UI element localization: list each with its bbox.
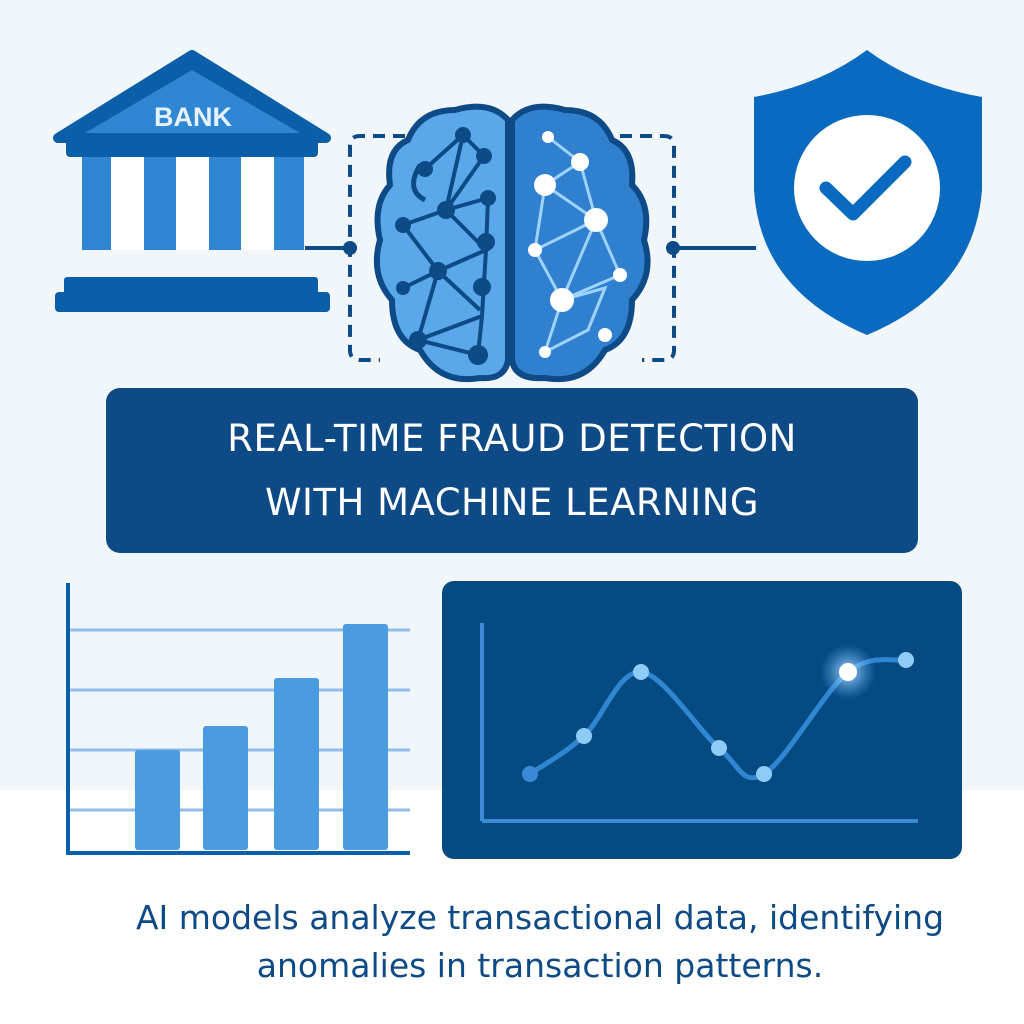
shield-check-icon xyxy=(754,50,982,335)
data-point xyxy=(633,664,649,680)
title-line-2: WITH MACHINE LEARNING xyxy=(264,480,760,524)
title-line-1: REAL-TIME FRAUD DETECTION xyxy=(227,416,797,460)
bar xyxy=(343,624,388,850)
data-point xyxy=(756,766,772,782)
bar xyxy=(203,726,248,850)
line-chart xyxy=(480,623,918,823)
title-banner: REAL-TIME FRAUD DETECTION WITH MACHINE L… xyxy=(106,388,918,553)
bar xyxy=(135,750,180,850)
data-point xyxy=(522,766,538,782)
bank-label: BANK xyxy=(154,102,232,132)
bar-chart xyxy=(66,583,410,855)
data-point xyxy=(711,740,727,756)
neural-brain-icon xyxy=(373,103,651,383)
caption-line-1: AI models analyze transactional data, id… xyxy=(135,898,945,937)
bar xyxy=(274,678,319,850)
dashed-bracket-left xyxy=(348,134,405,362)
bank-icon: BANK xyxy=(53,50,331,312)
data-point xyxy=(576,728,592,744)
data-point xyxy=(898,652,914,668)
connector-right xyxy=(666,241,756,255)
line-chart-panel xyxy=(442,581,962,859)
caption-line-2: anomalies in transaction patterns. xyxy=(256,946,824,985)
anomaly-point xyxy=(839,663,857,681)
